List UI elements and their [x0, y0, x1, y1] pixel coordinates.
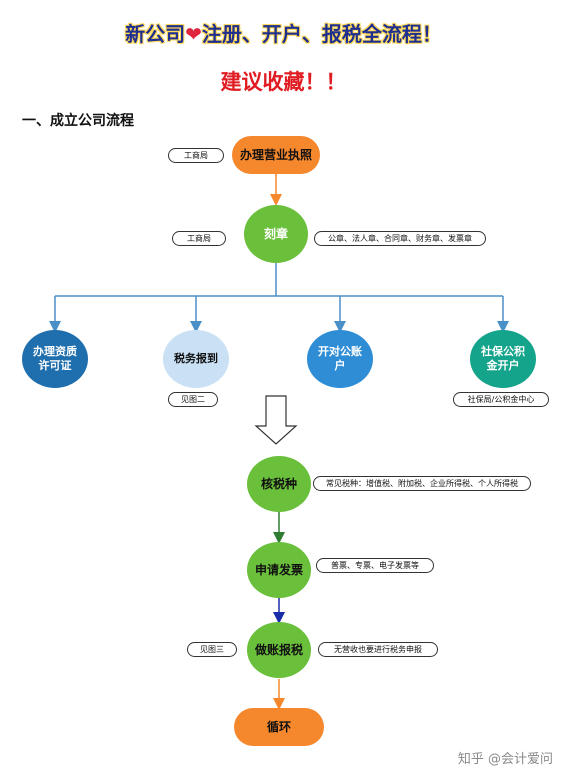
note-seal-office: 工商局	[172, 231, 226, 246]
section-heading: 一、成立公司流程	[22, 113, 134, 129]
node-bank-account: 开对公账户	[307, 330, 373, 388]
page-title: 新公司❤注册、开户、报税全流程！	[125, 22, 442, 46]
note-license-office: 工商局	[168, 148, 224, 163]
node-bookkeeping: 做账报税	[247, 622, 311, 678]
note-see-fig3: 见图三	[187, 642, 237, 657]
note-zero-filing: 无营收也要进行税务申报	[318, 642, 438, 657]
note-invoice-types: 普票、专票、电子发票等	[316, 558, 434, 573]
note-see-fig2: 见图二	[168, 392, 218, 407]
node-social-security: 社保公积金开户	[470, 330, 536, 388]
node-qualification-label: 办理资质许可证	[33, 345, 77, 372]
node-invoice: 申请发票	[247, 542, 311, 598]
big-down-arrow-icon	[254, 395, 298, 445]
node-qualification: 办理资质许可证	[22, 330, 88, 388]
note-seal-types: 公章、法人章、合同章、财务章、发票章	[314, 231, 486, 246]
node-license: 办理营业执照	[232, 136, 320, 174]
note-common-taxes: 常见税种：增值税、附加税、企业所得税、个人所得税	[313, 476, 531, 491]
note-social-office: 社保局/公积金中心	[453, 392, 549, 407]
node-cycle: 循环	[234, 708, 324, 746]
page-subtitle: 建议收藏！！	[220, 70, 347, 94]
node-bank-account-label: 开对公账户	[318, 345, 362, 372]
node-tax-type: 核税种	[247, 456, 311, 512]
node-seal: 刻章	[244, 205, 308, 263]
watermark: 知乎 @会计爱问	[457, 752, 553, 767]
node-tax-registration: 税务报到	[163, 330, 229, 388]
node-social-security-label: 社保公积金开户	[481, 345, 525, 372]
heart-icon: ❤	[185, 22, 202, 46]
